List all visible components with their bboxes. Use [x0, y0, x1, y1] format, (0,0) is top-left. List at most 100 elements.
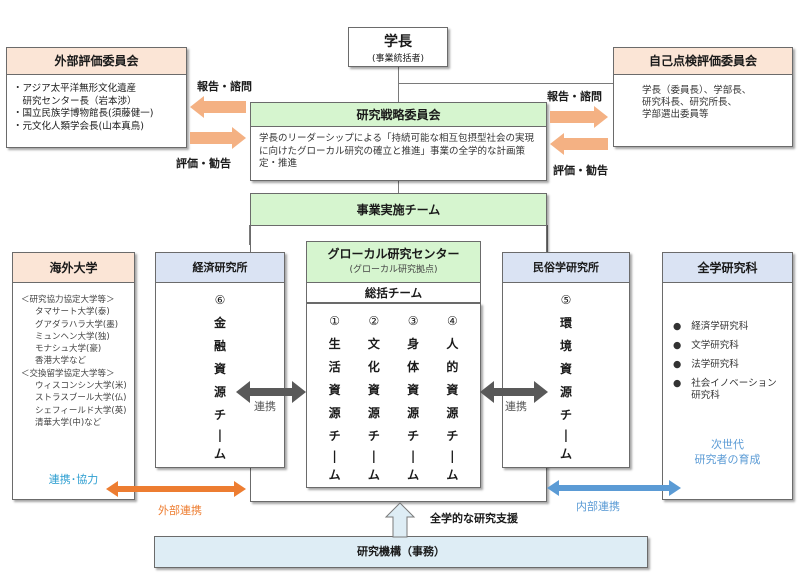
- environment-team-column: ⑤ 環 境 資 源 チ | ム: [503, 283, 629, 466]
- internal-link-label: 内部連携: [576, 500, 620, 513]
- connector-president-self: [398, 83, 614, 84]
- team-char: 金: [213, 316, 226, 330]
- team-char: 資: [328, 383, 341, 397]
- external-committee-title: 外部評価委員会: [7, 48, 186, 75]
- team-number: ③: [407, 314, 419, 328]
- arrow-report-left: [190, 96, 246, 118]
- overseas-line: ＜研究協力協定大学等＞: [21, 295, 115, 305]
- team-char: チ: [328, 429, 341, 443]
- footer-line: 研究者の育成: [694, 453, 761, 466]
- support-label: 全学的な研究支援: [430, 512, 518, 525]
- right-report-label: 報告・諮問: [547, 90, 602, 103]
- strategy-committee-title: 研究戦略委員会: [251, 103, 546, 127]
- team-char: 源: [328, 406, 341, 420]
- arrow-shape: [547, 480, 681, 496]
- team-char: 文: [367, 337, 380, 351]
- arrow-report-right: [550, 106, 608, 128]
- team-char: 源: [407, 406, 420, 420]
- connector-implementation-economic: [249, 225, 250, 245]
- member-line: ・元文化人類学会長(山本真鳥): [13, 120, 144, 132]
- arrow-shape: [236, 381, 306, 403]
- strategy-committee-box: 研究戦略委員会 学長のリーダーシップによる「持続可能な相互包摂型社会の実現に向け…: [250, 102, 547, 181]
- overseas-line: ミュンヘン大学(独): [35, 331, 110, 342]
- team-char: 融: [213, 339, 226, 353]
- glocal-teams-box: ① 生 活 資 源 チ | ム ② 文 化 資 源 チ | ム ③ 身 体 資 …: [306, 303, 481, 488]
- connector-implementation-folklore: [547, 225, 548, 253]
- arrow-shape: [190, 127, 246, 149]
- team-char: ム: [213, 447, 226, 461]
- team-char: チ: [446, 429, 459, 443]
- team-char: |: [450, 449, 455, 463]
- bullet-icon: ●: [673, 378, 682, 389]
- list-item: ●経済学研究科: [673, 317, 788, 336]
- external-committee-members: ・アジア太平洋無形文化遺産 研究センター長（岩本渉） ・国立民族学博物館長(須藤…: [7, 75, 186, 133]
- member-line: 学部選出委員等: [642, 109, 709, 120]
- team-char: 資: [559, 362, 572, 376]
- arrow-shape: [550, 106, 608, 128]
- economic-institute-title: 経済研究所: [156, 253, 284, 283]
- strategy-committee-description: 学長のリーダーシップによる「持続可能な相互包摂型社会の実現に向けたグローカル研究…: [259, 133, 535, 169]
- left-evaluate-label: 評価・勧告: [176, 157, 231, 170]
- research-org-title: 研究機構（事務）: [357, 545, 445, 558]
- cooperation-left-label: 連携: [254, 400, 276, 413]
- support-arrow-up: [384, 502, 416, 538]
- team-number: ①: [329, 314, 340, 328]
- arrow-evaluate-right: [190, 127, 246, 149]
- team-char: |: [371, 449, 377, 463]
- cooperation-arrow-right: [480, 381, 548, 403]
- list-item: ●文学研究科: [673, 336, 788, 355]
- self-committee-box: 自己点検評価委員会 学長（委員長）、学部長、 研究科長、研究所長、 学部選出委員…: [613, 47, 793, 147]
- team-char: 境: [559, 339, 572, 353]
- cooperation-right-label: 連携: [505, 400, 527, 413]
- team-char: ム: [367, 468, 380, 482]
- team-number: ④: [446, 314, 458, 328]
- arrow-shape: [384, 502, 416, 538]
- arrow-evaluate-left: [550, 133, 608, 155]
- team-char: 環: [559, 316, 572, 330]
- folklore-institute-title: 民俗学研究所: [503, 253, 629, 283]
- list-item-label: 社会イノベーション研究科: [691, 378, 777, 401]
- overseas-line: モナシュ大学(豪): [35, 344, 102, 355]
- overseas-line: タマサート大学(泰): [35, 307, 110, 318]
- president-title: 学長: [384, 34, 412, 50]
- list-item: ●法学研究科: [673, 355, 788, 374]
- team-char: 源: [213, 385, 226, 399]
- team-char: 体: [407, 360, 420, 374]
- graduate-schools-footer: 次世代 研究者の育成: [663, 437, 792, 467]
- team-number: ②: [368, 314, 380, 328]
- bullet-icon: ●: [673, 340, 682, 351]
- footer-line: 次世代: [711, 438, 744, 451]
- right-evaluate-label: 評価・勧告: [553, 164, 608, 177]
- team-char: |: [332, 449, 337, 463]
- team-column-1: ① 生 活 資 源 チ | ム: [329, 310, 341, 487]
- team-char: チ: [407, 429, 420, 443]
- arrow-shape: [480, 381, 548, 403]
- overseas-footer: 連携･協力: [48, 473, 99, 486]
- overseas-line: ウィスコンシン大学(米): [35, 381, 127, 392]
- arrow-shape: [190, 96, 246, 118]
- external-committee-box: 外部評価委員会 ・アジア太平洋無形文化遺産 研究センター長（岩本渉） ・国立民族…: [6, 47, 187, 148]
- team-char: ム: [328, 468, 341, 482]
- external-link-arrow: [106, 481, 246, 497]
- glocal-center-subtitle: (グローカル研究拠点): [349, 265, 438, 275]
- implementation-team-title: 事業実施チーム: [251, 194, 546, 226]
- connector-strategy-implementation: [398, 180, 399, 194]
- team-char: |: [410, 449, 416, 463]
- folklore-institute-box: 民俗学研究所 ⑤ 環 境 資 源 チ | ム: [502, 252, 630, 468]
- arrow-shape: [550, 133, 608, 155]
- external-link-label: 外部連携: [158, 504, 202, 517]
- team-column-2: ② 文 化 資 源 チ | ム: [368, 310, 380, 487]
- member-line: ・国立民族学博物館長(須藤健一): [13, 108, 154, 119]
- general-team-label: 総括チーム: [364, 286, 423, 300]
- team-column-3: ③ 身 体 資 源 チ | ム: [407, 310, 419, 487]
- self-committee-members: 学長（委員長）、学部長、 研究科長、研究所長、 学部選出委員等: [614, 75, 792, 121]
- overseas-line: シェフィールド大学(英): [35, 405, 127, 416]
- team-char: チ: [213, 408, 226, 422]
- overseas-line: ストラスブール大学(仏): [35, 393, 127, 404]
- overseas-line: ＜交換留学協定大学等＞: [21, 368, 115, 379]
- list-item-label: 経済学研究科: [691, 321, 749, 332]
- team-char: 源: [367, 406, 380, 420]
- overseas-line: 香港大学など: [35, 356, 87, 367]
- team-char: 資: [407, 383, 420, 397]
- team-char: 化: [367, 360, 380, 374]
